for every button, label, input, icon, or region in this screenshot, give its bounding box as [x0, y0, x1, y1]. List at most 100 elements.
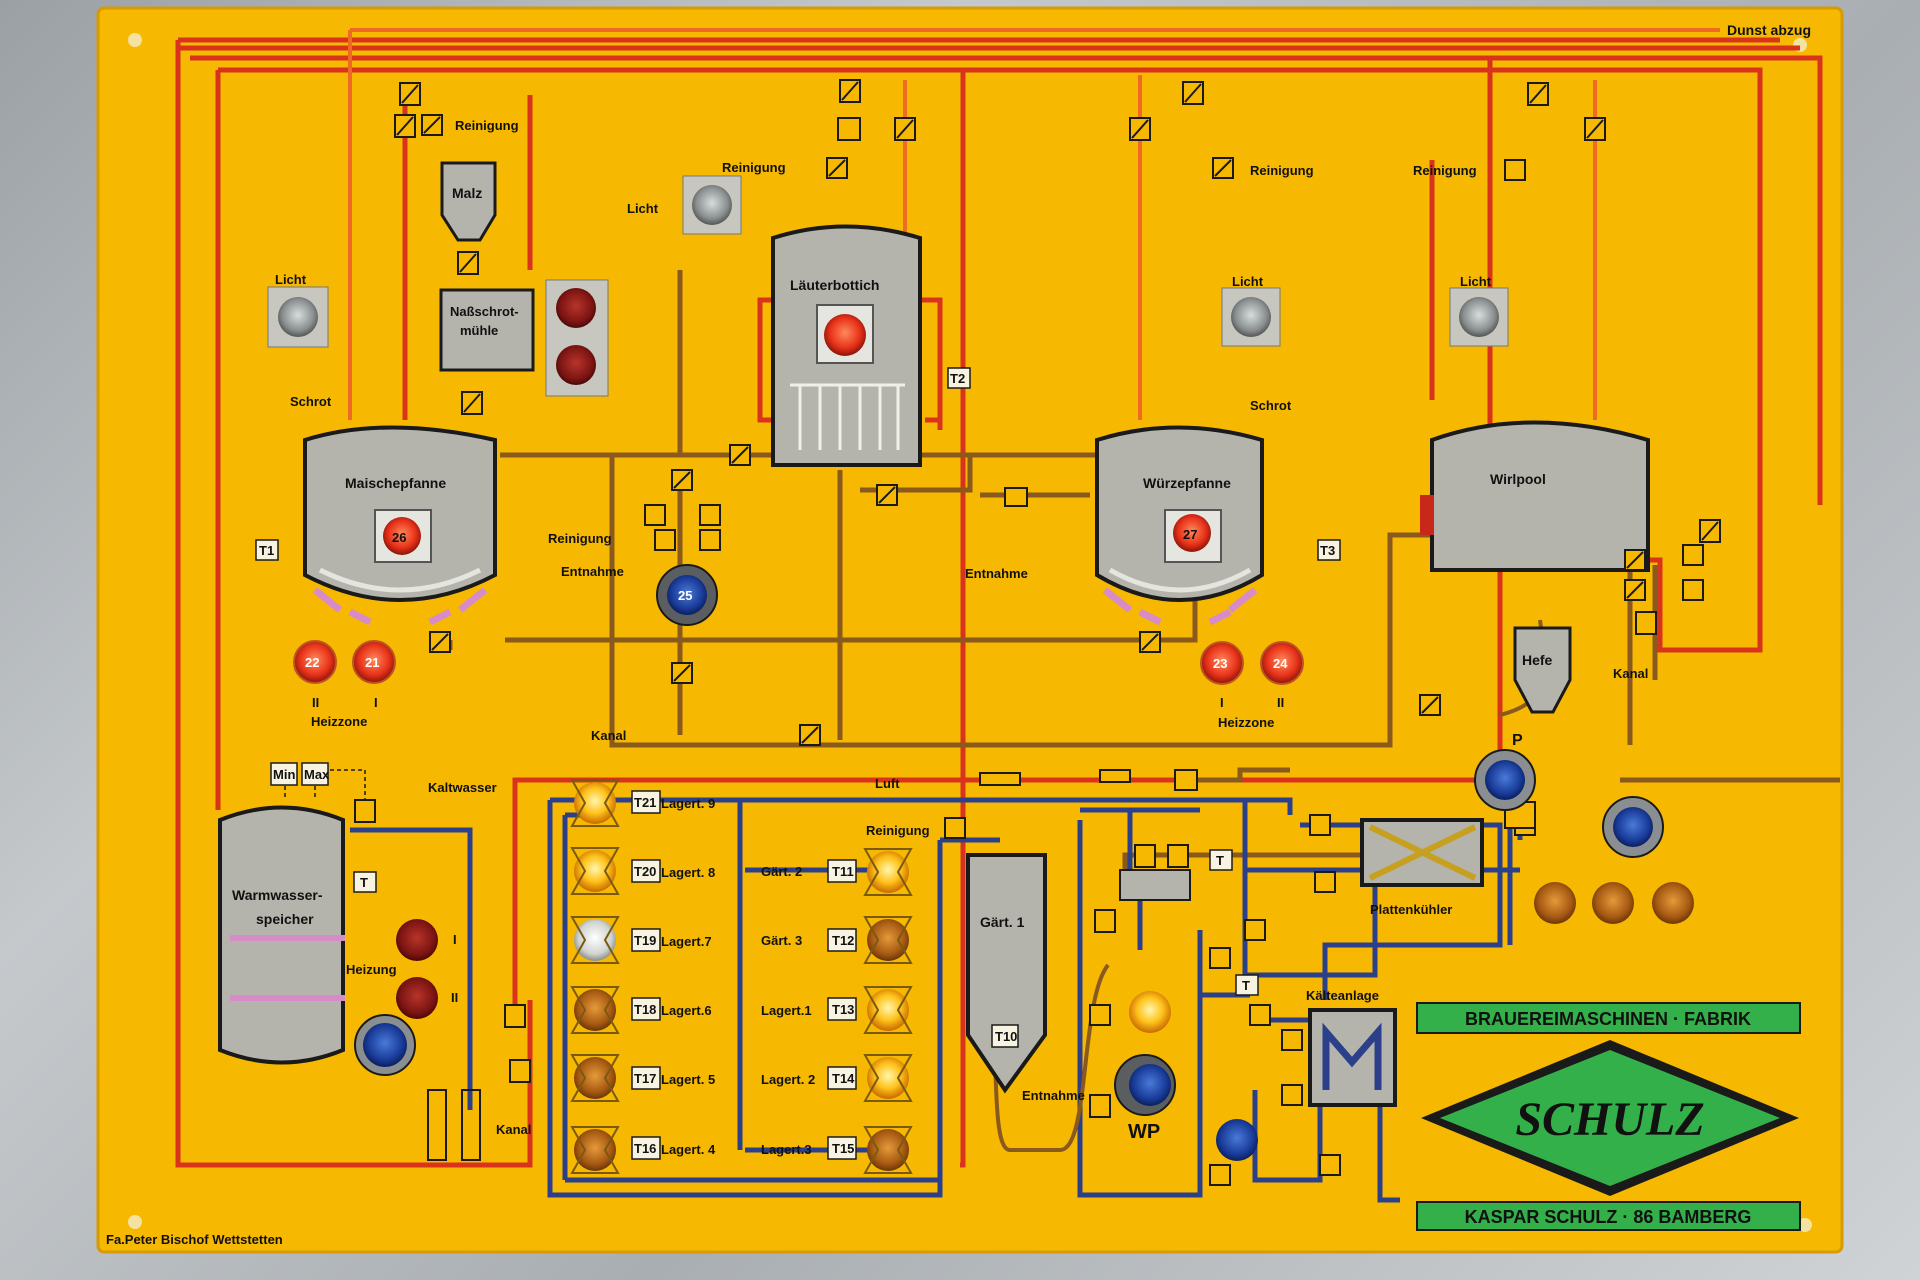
label-heizzone-1: Heizzone: [311, 714, 367, 729]
malz-hopper: [440, 161, 497, 242]
label-reinigung-5: Reinigung: [548, 531, 612, 546]
label-maischepfanne: Maischepfanne: [345, 475, 446, 491]
label-gaert1: Gärt. 1: [980, 914, 1025, 930]
label-hefe: Hefe: [1522, 652, 1553, 668]
sensor-boxes: [255, 367, 1341, 1160]
label-licht-4: Licht: [1460, 274, 1492, 289]
label-kanal-1: Kanal: [591, 728, 626, 743]
mounting-screw: [1798, 1218, 1812, 1232]
valve-symbols: [354, 79, 1721, 1186]
label-malz: Malz: [452, 185, 482, 201]
label-kanal-2: Kanal: [1613, 666, 1648, 681]
warmwasserspeicher-vessel: [218, 805, 345, 1065]
min-max-lines: [284, 769, 366, 800]
label-entnahme-1: Entnahme: [561, 564, 624, 579]
lager-left-name-1: Lagert. 8: [661, 865, 715, 880]
label-wp: WP: [1128, 1121, 1160, 1143]
heizzone-label-i-left: I: [374, 695, 378, 710]
indicator-26: 26: [392, 530, 406, 545]
lager-right-name-4: Lagert.3: [761, 1142, 812, 1157]
brand-bottom: KASPAR SCHULZ · 86 BAMBERG: [1465, 1207, 1752, 1227]
kaelteanlage-unit: [1308, 1008, 1397, 1107]
lager-left-name-3: Lagert.6: [661, 1003, 712, 1018]
maker-credit: Fa.Peter Bischof Wettstetten: [106, 1232, 283, 1247]
flow-boxes: [427, 1089, 481, 1161]
sensor-t-warmwasser: T: [360, 875, 368, 890]
label-nassschrot-1: Naßschrot-: [450, 304, 519, 319]
lager-left-name-4: Lagert. 5: [661, 1072, 715, 1087]
heizzone-label-ii-left: II: [312, 695, 319, 710]
lager-right-tag-2: T13: [832, 1002, 854, 1017]
label-nassschrot-2: mühle: [460, 323, 498, 338]
label-entnahme-3: Entnahme: [1022, 1088, 1085, 1103]
label-reinigung-4: Reinigung: [1413, 163, 1477, 178]
wirlpool-vessel: [1420, 420, 1650, 572]
label-reinigung-6: Reinigung: [866, 823, 930, 838]
lager-right-tag-0: T11: [832, 864, 854, 879]
label-warmwasser-1: Warmwasser-: [232, 887, 323, 903]
lager-right-tag-4: T15: [832, 1141, 854, 1156]
lager-right-tag-1: T12: [832, 933, 854, 948]
label-reinigung-2: Reinigung: [722, 160, 786, 175]
labels: Dunst abzug Fa.Peter Bischof Wettstetten…: [106, 22, 1811, 1247]
label-kaltwasser: Kaltwasser: [428, 780, 497, 795]
label-licht-3: Licht: [1232, 274, 1264, 289]
sensor-t3: T3: [1320, 543, 1335, 558]
brand-block: BRAUEREIMASCHINEN · FABRIK SCHULZ KASPAR…: [1416, 1002, 1801, 1231]
label-heizzone-2: Heizzone: [1218, 715, 1274, 730]
heizung-label-ii: II: [451, 990, 458, 1005]
label-p: P: [1512, 732, 1523, 749]
mounting-screw: [128, 1215, 142, 1229]
lager-right-name-2: Lagert.1: [761, 1003, 812, 1018]
lager-right-tag-3: T14: [832, 1071, 855, 1086]
lager-left-name-5: Lagert. 4: [661, 1142, 716, 1157]
lager-right-name-3: Lagert. 2: [761, 1072, 815, 1087]
indicator-25: 25: [678, 588, 692, 603]
label-wirlpool: Wirlpool: [1490, 471, 1546, 487]
label-plattenkuehler: Plattenkühler: [1370, 902, 1452, 917]
lager-left-tag-0: T21: [634, 795, 656, 810]
label-entnahme-2: Entnahme: [965, 566, 1028, 581]
plattenkuehler-unit: [1360, 818, 1484, 887]
label-reinigung-1: Reinigung: [455, 118, 519, 133]
lager-left-name-0: Lagert. 9: [661, 796, 715, 811]
label-kaelteanlage: Kälteanlage: [1306, 988, 1379, 1003]
lager-left-tag-3: T18: [634, 1002, 656, 1017]
label-kanal-3: Kanal: [496, 1122, 531, 1137]
label-wuerzepfanne: Würzepfanne: [1143, 475, 1231, 491]
indicator-lamps: [267, 175, 1694, 1171]
label-schrot-1: Schrot: [290, 394, 332, 409]
label-luft: Luft: [875, 776, 900, 791]
brand-logo: SCHULZ: [1515, 1093, 1704, 1146]
indicator-24: 24: [1273, 656, 1288, 671]
label-heizung: Heizung: [346, 962, 397, 977]
label-warmwasser-2: speicher: [256, 911, 314, 927]
lager-left-name-2: Lagert.7: [661, 934, 712, 949]
label-licht-2: Licht: [627, 201, 659, 216]
label-licht-1: Licht: [275, 272, 307, 287]
label-min: Min: [273, 767, 295, 782]
lager-right-name-1: Gärt. 3: [761, 933, 802, 948]
label-reinigung-3: Reinigung: [1250, 163, 1314, 178]
hefe-hopper: [1513, 626, 1572, 714]
lamp-frames: [570, 779, 913, 1174]
gaert1-vessel: [966, 853, 1047, 1094]
heizung-label-i: I: [453, 932, 457, 947]
mounting-screw: [128, 33, 142, 47]
sensor-t-luft: T: [1216, 853, 1224, 868]
exhaust-label: Dunst abzug: [1727, 22, 1811, 38]
pipes-orange: [348, 28, 1720, 420]
label-schrot-2: Schrot: [1250, 398, 1292, 413]
sensor-t10: T10: [995, 1029, 1017, 1044]
lager-left-tag-5: T16: [634, 1141, 656, 1156]
lager-left-tag-4: T17: [634, 1071, 656, 1086]
sensor-t1: T1: [259, 543, 274, 558]
lager-left-tag-1: T20: [634, 864, 656, 879]
heizzone-label-i-right: I: [1220, 695, 1224, 710]
label-max: Max: [304, 767, 330, 782]
indicator-21: 21: [365, 655, 379, 670]
nassschrotmuehle-unit: [439, 288, 535, 372]
lager-left-tag-2: T19: [634, 933, 656, 948]
heizzone-label-ii-right: II: [1277, 695, 1284, 710]
